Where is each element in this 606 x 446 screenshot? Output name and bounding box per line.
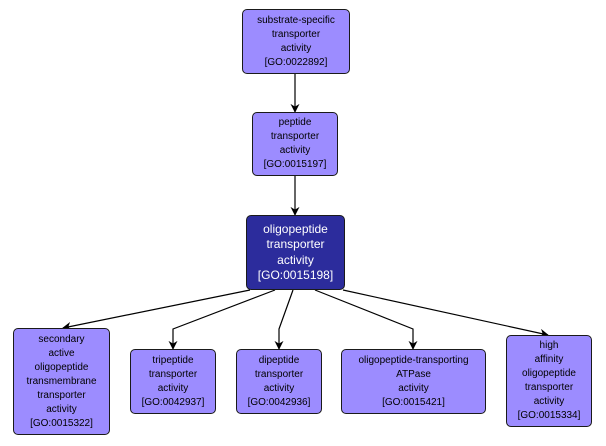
node-label-line: activity (279, 145, 311, 156)
node-label-line: peptide (278, 117, 312, 128)
node-label-line: secondary (38, 333, 85, 345)
node-label-line: tripeptide (152, 354, 194, 366)
node-label-line: activity (263, 382, 295, 394)
node-label-line: activity (398, 382, 429, 394)
node-label-line: substrate-specific (257, 14, 335, 26)
edge-arrow (274, 289, 294, 350)
node-go-id: [GO:0015197] (263, 159, 327, 170)
node-label: peptide transporter activity [GO:0015197] (264, 116, 327, 172)
node-label-line: affinity (534, 354, 564, 365)
node-label: high affinity oligopeptide transporter activ… (518, 339, 581, 423)
go-term-node-go-0015322[interactable]: secondary active oligopeptide transmembrane… (13, 328, 110, 435)
go-term-node-go-0015197[interactable]: peptide transporter activity [GO:0015197] (252, 112, 338, 176)
node-label-line: oligopeptide (522, 368, 576, 379)
edge-arrow (168, 289, 276, 350)
go-term-node-go-0022892[interactable]: substrate-specific transporter activity [GO… (242, 9, 350, 74)
node-label-line: transmembrane (26, 375, 97, 387)
node-label-line: ATPase (396, 368, 431, 380)
edge-arrow (314, 289, 418, 350)
node-label-line: activity (46, 403, 77, 415)
node-label-line: activity (533, 396, 565, 407)
node-label-line: high (539, 340, 559, 351)
node-label-line: transporter (148, 368, 198, 380)
node-label-line: transporter (524, 382, 574, 393)
node-label: tripeptide transporter activity [GO:0042937… (142, 354, 205, 410)
node-go-id: [GO:0022892] (264, 56, 328, 68)
node-label-line: transporter (266, 237, 325, 251)
node-label: substrate-specific transporter activity [GO… (257, 14, 335, 70)
node-label-line: activity (157, 382, 189, 394)
node-label-line: transporter (254, 368, 304, 380)
node-label: secondary active oligopeptide transmembrane… (26, 333, 96, 431)
node-go-id: [GO:0015322] (30, 417, 93, 429)
node-label-line: transporter (271, 28, 321, 40)
node-label-line: activity (280, 42, 312, 54)
node-label-line: transporter (37, 389, 86, 401)
node-go-id: [GO:0015421] (382, 396, 445, 408)
node-label-line: oligopeptide (34, 361, 89, 373)
edge-arrow (62, 289, 251, 331)
node-label-line: dipeptide (258, 354, 300, 366)
node-go-id: [GO:0015334] (517, 410, 581, 421)
go-term-node-go-0042937[interactable]: tripeptide transporter activity [GO:0042937… (130, 349, 216, 414)
node-label-line: oligopeptide-transporting (358, 354, 469, 366)
node-label-line: oligopeptide (263, 221, 328, 236)
node-go-id: [GO:0042936] (247, 396, 311, 408)
node-go-id: [GO:0015198] (257, 268, 334, 282)
edge-arrow (342, 289, 549, 338)
node-label-line: transporter (270, 131, 320, 142)
go-term-node-go-0015334[interactable]: high affinity oligopeptide transporter activ… (506, 335, 592, 427)
node-label-line: active (48, 347, 75, 359)
node-label-line: activity (277, 252, 314, 267)
node-label: dipeptide transporter activity [GO:0042936] (248, 354, 311, 410)
node-go-id: [GO:0042937] (141, 396, 205, 408)
go-term-node-go-0042936[interactable]: dipeptide transporter activity [GO:0042936] (236, 349, 322, 414)
